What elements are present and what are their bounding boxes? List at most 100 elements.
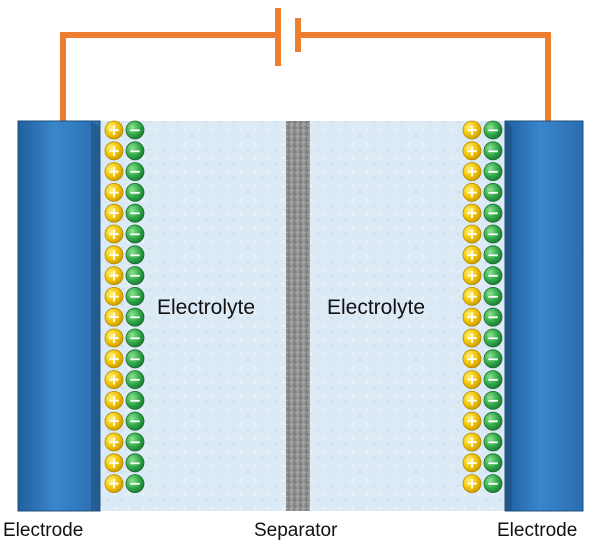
plus-sign: + bbox=[108, 163, 121, 181]
positive-ion-right: + bbox=[462, 182, 482, 202]
minus-sign: − bbox=[487, 204, 500, 222]
positive-ion-left: + bbox=[104, 286, 124, 306]
plus-sign: + bbox=[108, 433, 121, 451]
separator-label: Separator bbox=[254, 520, 338, 541]
minus-sign: − bbox=[487, 454, 500, 472]
negative-ion-right: − bbox=[483, 203, 503, 223]
minus-sign: − bbox=[487, 267, 500, 285]
plus-sign: + bbox=[108, 350, 121, 368]
negative-ion-left: − bbox=[125, 453, 145, 473]
positive-ion-left: + bbox=[104, 411, 124, 431]
positive-ion-right: + bbox=[462, 411, 482, 431]
left-electrode bbox=[17, 120, 101, 512]
negative-ion-right: − bbox=[483, 286, 503, 306]
minus-sign: − bbox=[129, 267, 142, 285]
negative-ion-left: − bbox=[125, 141, 145, 161]
negative-ion-right: − bbox=[483, 411, 503, 431]
minus-sign: − bbox=[487, 433, 500, 451]
right-electrode bbox=[504, 120, 584, 512]
separator-membrane bbox=[286, 121, 310, 511]
plus-sign: + bbox=[108, 183, 121, 201]
minus-sign: − bbox=[129, 308, 142, 326]
negative-ion-right: − bbox=[483, 120, 503, 140]
minus-sign: − bbox=[129, 412, 142, 430]
positive-ion-right: + bbox=[462, 474, 482, 494]
negative-ion-left: − bbox=[125, 120, 145, 140]
positive-ion-right: + bbox=[462, 120, 482, 140]
plus-sign: + bbox=[466, 287, 479, 305]
positive-ion-right: + bbox=[462, 453, 482, 473]
negative-ion-left: − bbox=[125, 349, 145, 369]
negative-ion-left: − bbox=[125, 390, 145, 410]
negative-ion-left: − bbox=[125, 307, 145, 327]
negative-ion-right: − bbox=[483, 266, 503, 286]
minus-sign: − bbox=[129, 454, 142, 472]
minus-sign: − bbox=[129, 391, 142, 409]
minus-sign: − bbox=[487, 163, 500, 181]
minus-sign: − bbox=[487, 225, 500, 243]
positive-ion-left: + bbox=[104, 328, 124, 348]
positive-ion-right: + bbox=[462, 141, 482, 161]
plus-sign: + bbox=[108, 142, 121, 160]
minus-sign: − bbox=[129, 183, 142, 201]
plus-sign: + bbox=[466, 121, 479, 139]
negative-ion-left: − bbox=[125, 474, 145, 494]
minus-sign: − bbox=[129, 371, 142, 389]
minus-sign: − bbox=[129, 350, 142, 368]
plus-sign: + bbox=[108, 412, 121, 430]
negative-ion-left: − bbox=[125, 411, 145, 431]
minus-sign: − bbox=[129, 121, 142, 139]
positive-ion-left: + bbox=[104, 307, 124, 327]
plus-sign: + bbox=[108, 391, 121, 409]
electrolyte-label-left: Electrolyte bbox=[157, 296, 256, 319]
minus-sign: − bbox=[487, 121, 500, 139]
negative-ion-right: − bbox=[483, 349, 503, 369]
plus-sign: + bbox=[108, 475, 121, 493]
negative-ion-left: − bbox=[125, 370, 145, 390]
positive-ion-left: + bbox=[104, 203, 124, 223]
positive-ion-right: + bbox=[462, 162, 482, 182]
negative-ion-left: − bbox=[125, 245, 145, 265]
positive-ion-left: + bbox=[104, 432, 124, 452]
minus-sign: − bbox=[487, 412, 500, 430]
positive-ion-left: + bbox=[104, 245, 124, 265]
negative-ion-right: − bbox=[483, 141, 503, 161]
minus-sign: − bbox=[487, 371, 500, 389]
positive-ion-right: + bbox=[462, 370, 482, 390]
negative-ion-left: − bbox=[125, 203, 145, 223]
positive-ion-left: + bbox=[104, 390, 124, 410]
negative-ion-right: − bbox=[483, 245, 503, 265]
plus-sign: + bbox=[108, 287, 121, 305]
negative-ion-left: − bbox=[125, 286, 145, 306]
negative-ion-right: − bbox=[483, 162, 503, 182]
positive-ion-right: + bbox=[462, 432, 482, 452]
minus-sign: − bbox=[129, 204, 142, 222]
plus-sign: + bbox=[466, 204, 479, 222]
negative-ion-right: − bbox=[483, 390, 503, 410]
minus-sign: − bbox=[487, 183, 500, 201]
minus-sign: − bbox=[487, 350, 500, 368]
negative-ion-right: − bbox=[483, 474, 503, 494]
minus-sign: − bbox=[487, 329, 500, 347]
minus-sign: − bbox=[487, 287, 500, 305]
negative-ion-left: − bbox=[125, 162, 145, 182]
negative-ion-right: − bbox=[483, 182, 503, 202]
negative-ion-left: − bbox=[125, 328, 145, 348]
plus-sign: + bbox=[108, 246, 121, 264]
minus-sign: − bbox=[129, 225, 142, 243]
positive-ion-right: + bbox=[462, 286, 482, 306]
negative-ion-right: − bbox=[483, 307, 503, 327]
electrode-label-left: Electrode bbox=[3, 520, 84, 541]
plus-sign: + bbox=[466, 350, 479, 368]
positive-ion-right: + bbox=[462, 224, 482, 244]
positive-ion-right: + bbox=[462, 307, 482, 327]
plus-sign: + bbox=[108, 454, 121, 472]
negative-ion-right: − bbox=[483, 328, 503, 348]
electrolyte-label-right: Electrolyte bbox=[327, 296, 426, 319]
plus-sign: + bbox=[108, 329, 121, 347]
minus-sign: − bbox=[129, 329, 142, 347]
plus-sign: + bbox=[466, 412, 479, 430]
minus-sign: − bbox=[129, 287, 142, 305]
